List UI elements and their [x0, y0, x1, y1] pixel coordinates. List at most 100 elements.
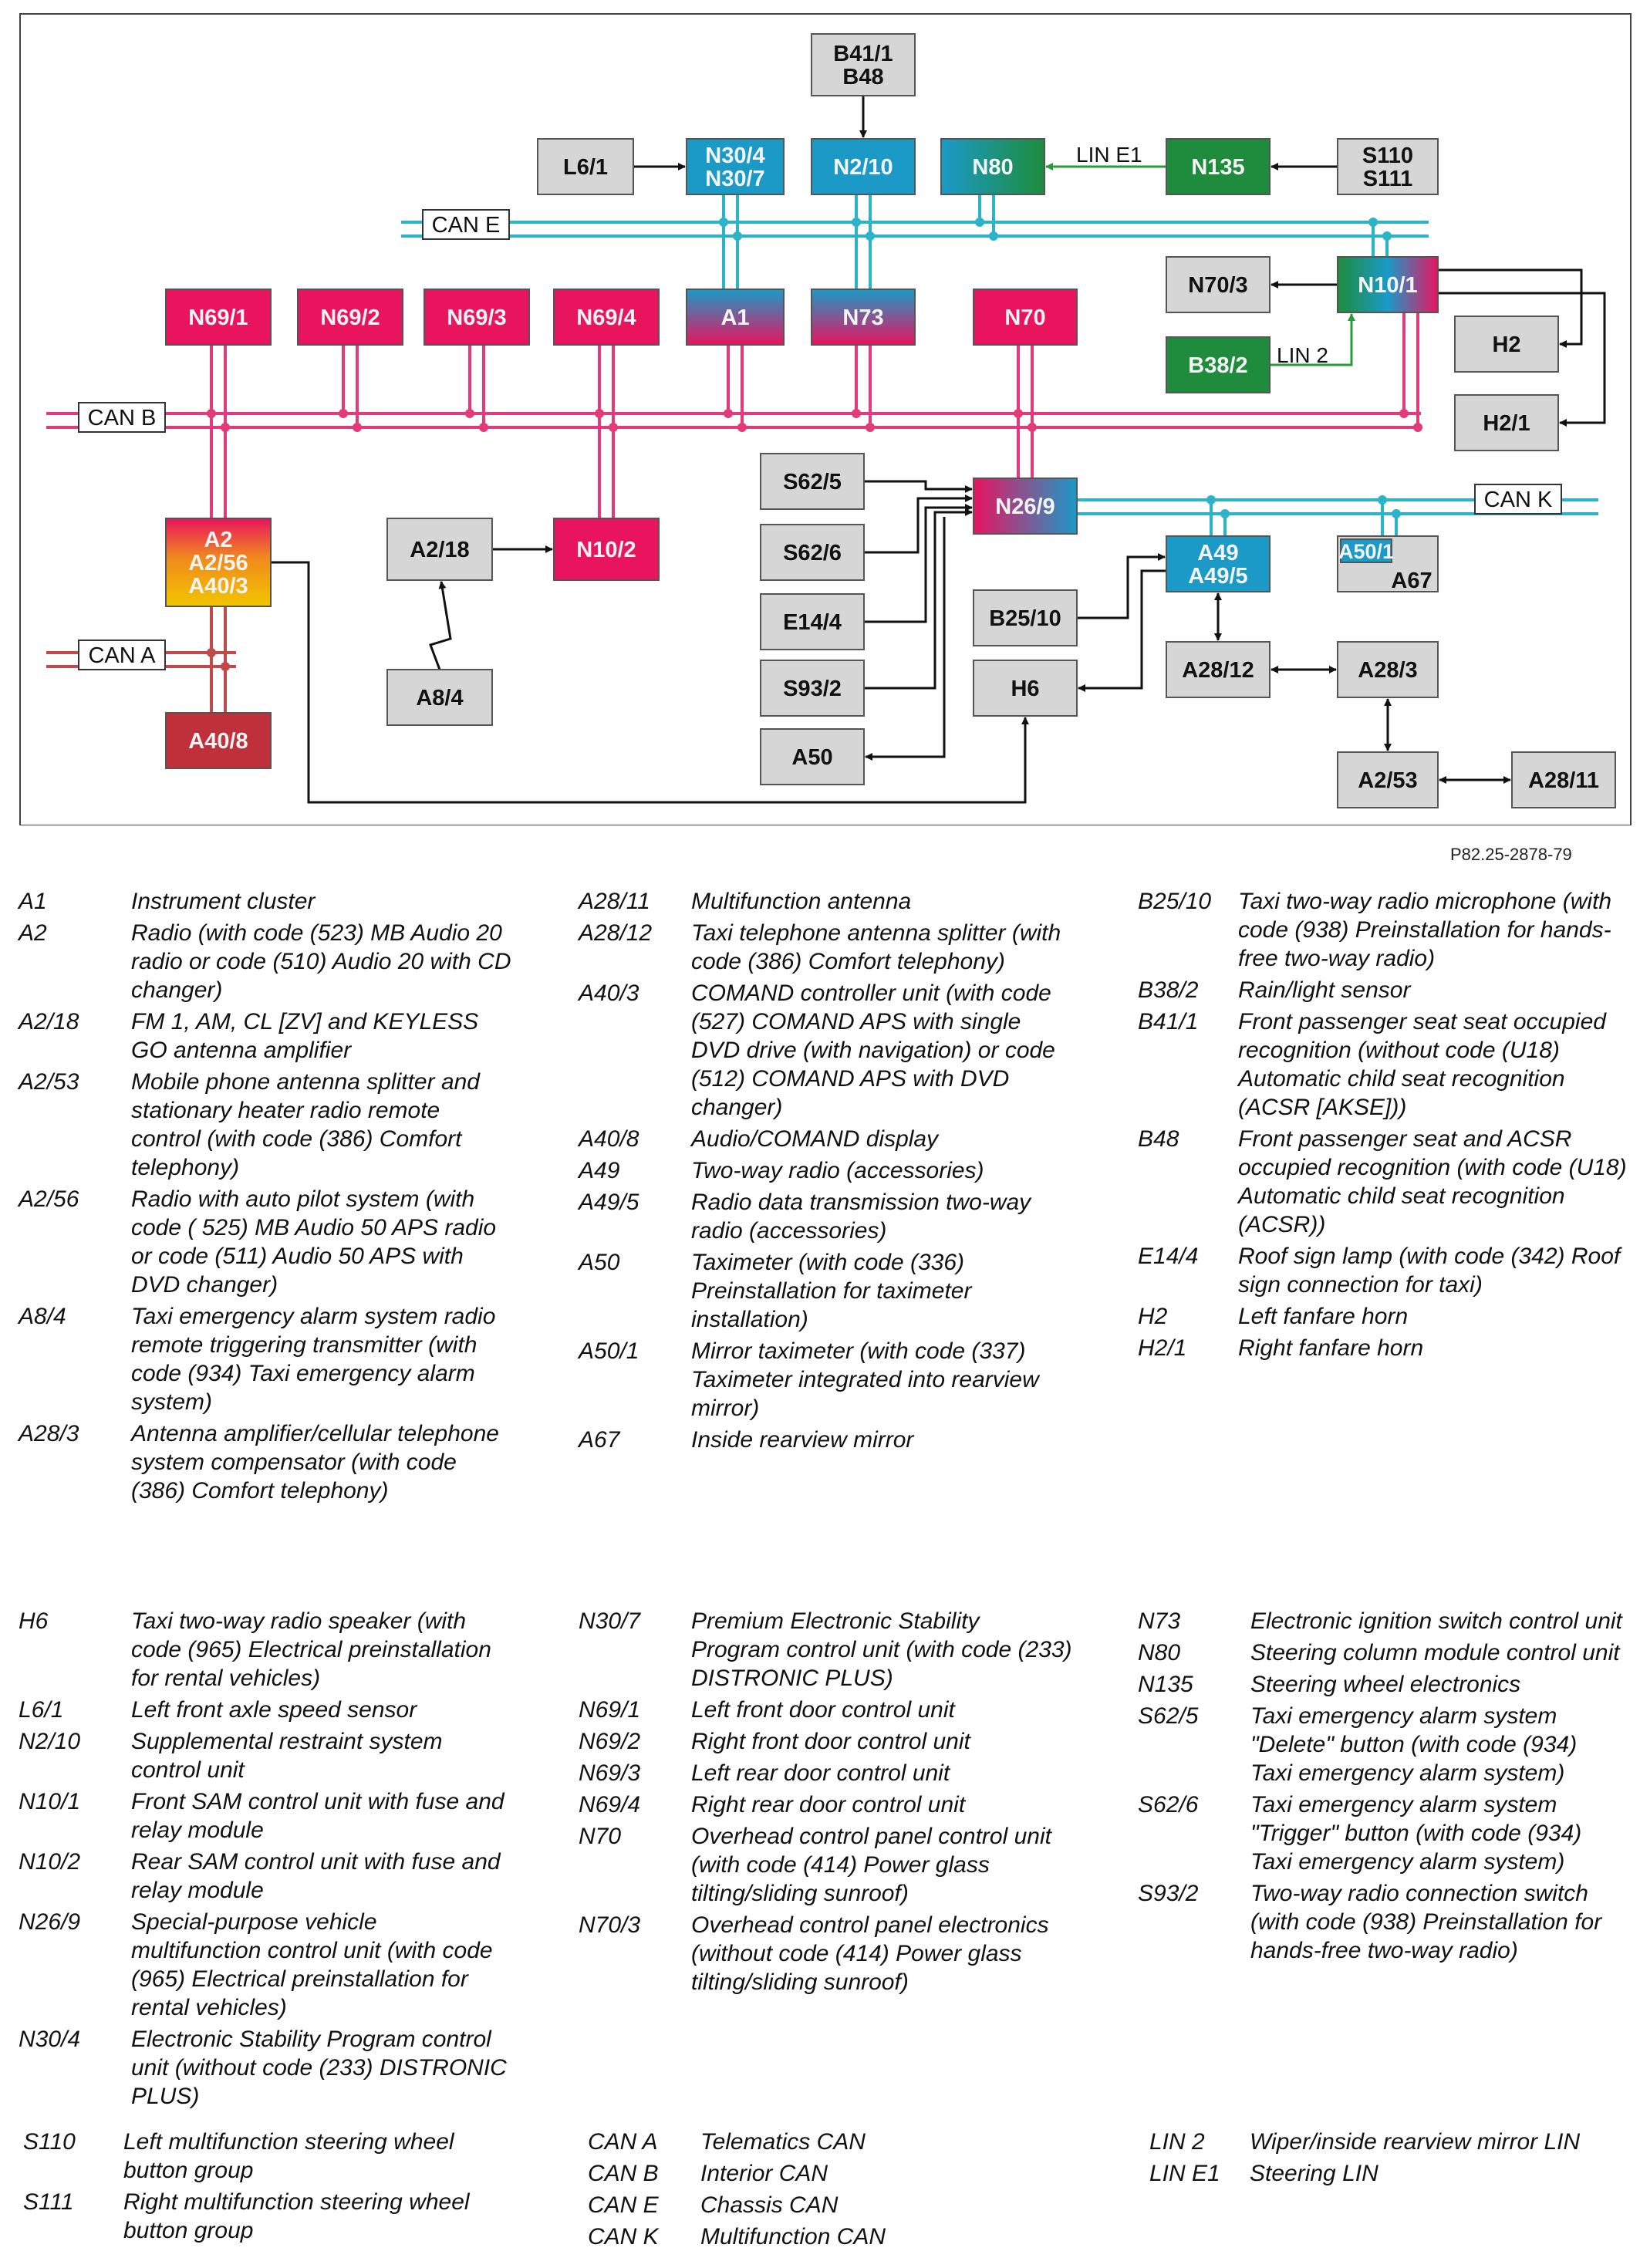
block-label: N26/9	[995, 494, 1055, 519]
block-label: N2/10	[833, 155, 893, 180]
block-box	[1337, 256, 1439, 313]
bus-label-can-a: CAN A	[78, 640, 166, 670]
block-label: A2/18	[410, 538, 469, 562]
legend-code: A49	[579, 1158, 620, 1183]
block-a28-11: A28/11	[1511, 751, 1616, 808]
signal-lines	[271, 96, 1606, 804]
legend-description: Right rear door control unit	[691, 1792, 966, 1817]
legend-description: Mobile phone antenna splitter and statio…	[131, 1069, 480, 1180]
block-label: B41/1	[833, 42, 893, 66]
legend-code: A28/12	[579, 920, 653, 946]
block-box	[1454, 316, 1559, 373]
block-box	[686, 289, 785, 346]
bus-label-can-b: CAN B	[78, 402, 166, 433]
block-label: N70	[1004, 305, 1045, 330]
block-label: E14/4	[783, 610, 842, 635]
legend-description: Radio (with code (523) MB Audio 20 radio…	[131, 920, 511, 1003]
legend-code: CAN E	[588, 2192, 659, 2218]
block-box	[1454, 394, 1559, 451]
block-box	[811, 33, 916, 96]
block-box	[423, 289, 530, 346]
block-label: B48	[842, 65, 883, 89]
legend-code: A40/3	[579, 980, 639, 1006]
block-box	[760, 728, 865, 785]
bus-labels: CAN E CAN B CAN K CAN A	[78, 209, 1562, 670]
legend-code: N26/9	[19, 1909, 81, 1935]
block-box	[1511, 751, 1616, 808]
legend-code: N2/10	[19, 1729, 81, 1754]
legend-code: L6/1	[19, 1697, 64, 1723]
block-label: N10/2	[576, 538, 636, 562]
block-box	[165, 518, 272, 607]
block-a8-4: A8/4	[386, 669, 493, 726]
block-n10-1: N10/1	[1337, 256, 1439, 313]
legend-code: N69/2	[579, 1729, 641, 1754]
block-n70: N70	[973, 289, 1078, 346]
block-n69-2: N69/2	[297, 289, 403, 346]
figure-reference: P82.25-2878-79	[1450, 845, 1572, 864]
block-label: B25/10	[989, 606, 1061, 631]
block-box	[1337, 751, 1439, 808]
block-label: N70/3	[1188, 273, 1247, 298]
block-box	[811, 289, 916, 346]
legend-description: Front SAM control unit with fuse and rel…	[131, 1789, 504, 1843]
block-label: A49	[1197, 541, 1238, 565]
block-n26-9: N26/9	[973, 478, 1078, 535]
block-box	[386, 669, 493, 726]
legend-code: A2/56	[19, 1186, 79, 1212]
legend-code: N70/3	[579, 1912, 641, 1938]
legend-code: N73	[1138, 1608, 1181, 1634]
block-n69-3: N69/3	[423, 289, 530, 346]
bus-label-can-e: CAN E	[422, 209, 510, 240]
legend-description: Radio data transmission two-way radio (a…	[691, 1190, 1031, 1244]
block-l6-1: L6/1	[537, 138, 634, 195]
bus-label-can-k: CAN K	[1474, 484, 1562, 515]
legend-code: A1	[19, 889, 47, 914]
legend-code: S111	[23, 2189, 74, 2215]
legend-description: Taxi two-way radio microphone (with code…	[1238, 889, 1612, 971]
legend-code: N10/1	[19, 1789, 81, 1814]
legend-description: Taxi emergency alarm system "Trigger" bu…	[1250, 1792, 1582, 1875]
bus-label-text: CAN E	[432, 213, 501, 238]
block-a28-12: A28/12	[1166, 641, 1270, 698]
legend-code: A28/3	[19, 1421, 79, 1446]
block-box	[973, 289, 1078, 346]
legend-description: Audio/COMAND display	[691, 1126, 939, 1152]
lin-lines	[1045, 163, 1355, 366]
legend-description: Multifunction CAN	[700, 2224, 886, 2249]
can-b-bus	[46, 312, 1421, 518]
block-label: S62/6	[783, 541, 842, 565]
block-h2-1: H2/1	[1454, 394, 1559, 451]
block-label: N69/1	[188, 305, 248, 330]
block-h6: H6	[973, 660, 1078, 717]
legend-description: Electronic Stability Program control uni…	[131, 2027, 507, 2109]
legend-code: N10/2	[19, 1849, 81, 1875]
legend-code: H2/1	[1138, 1335, 1187, 1361]
legend-description: Taxi two-way radio speaker (with code (9…	[131, 1608, 491, 1691]
legend-code: LIN 2	[1149, 2129, 1205, 2155]
block-n73: N73	[811, 289, 916, 346]
can-k-nodes	[1206, 495, 1401, 518]
legend-code: A40/8	[579, 1126, 639, 1152]
block-box	[760, 593, 865, 650]
bus-label-text: CAN A	[88, 643, 156, 668]
